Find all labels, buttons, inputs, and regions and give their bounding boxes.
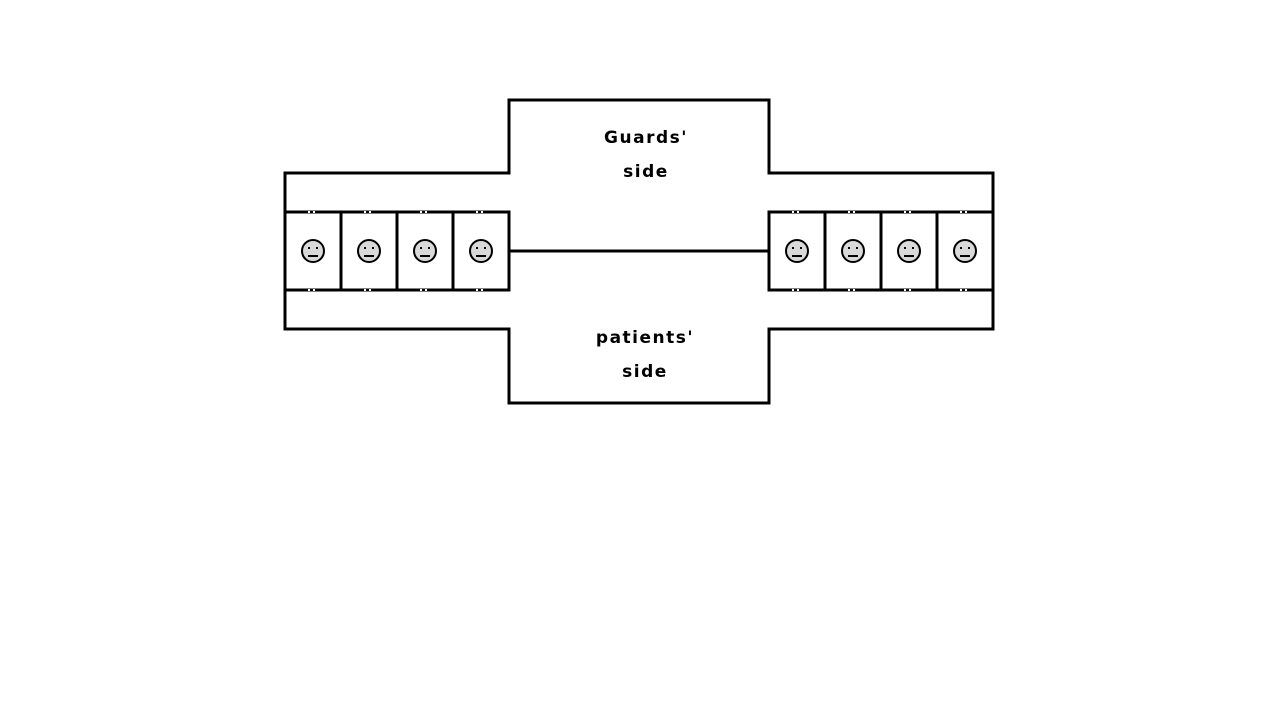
patients-side-label-line1: patients'	[596, 328, 694, 348]
cells-layer	[301, 211, 977, 291]
guards-side-label-line1: Guards'	[604, 128, 688, 148]
neutral-face-icon	[413, 239, 437, 263]
neutral-face-icon	[469, 239, 493, 263]
neutral-face-icon	[841, 239, 865, 263]
neutral-face-icon	[301, 239, 325, 263]
neutral-face-icon	[897, 239, 921, 263]
neutral-face-icon	[953, 239, 977, 263]
building-outer-wall	[283, 98, 995, 405]
guards-side-label-line2: side	[623, 162, 669, 182]
neutral-face-icon	[357, 239, 381, 263]
patients-side-label-line2: side	[622, 362, 668, 382]
neutral-face-icon	[785, 239, 809, 263]
